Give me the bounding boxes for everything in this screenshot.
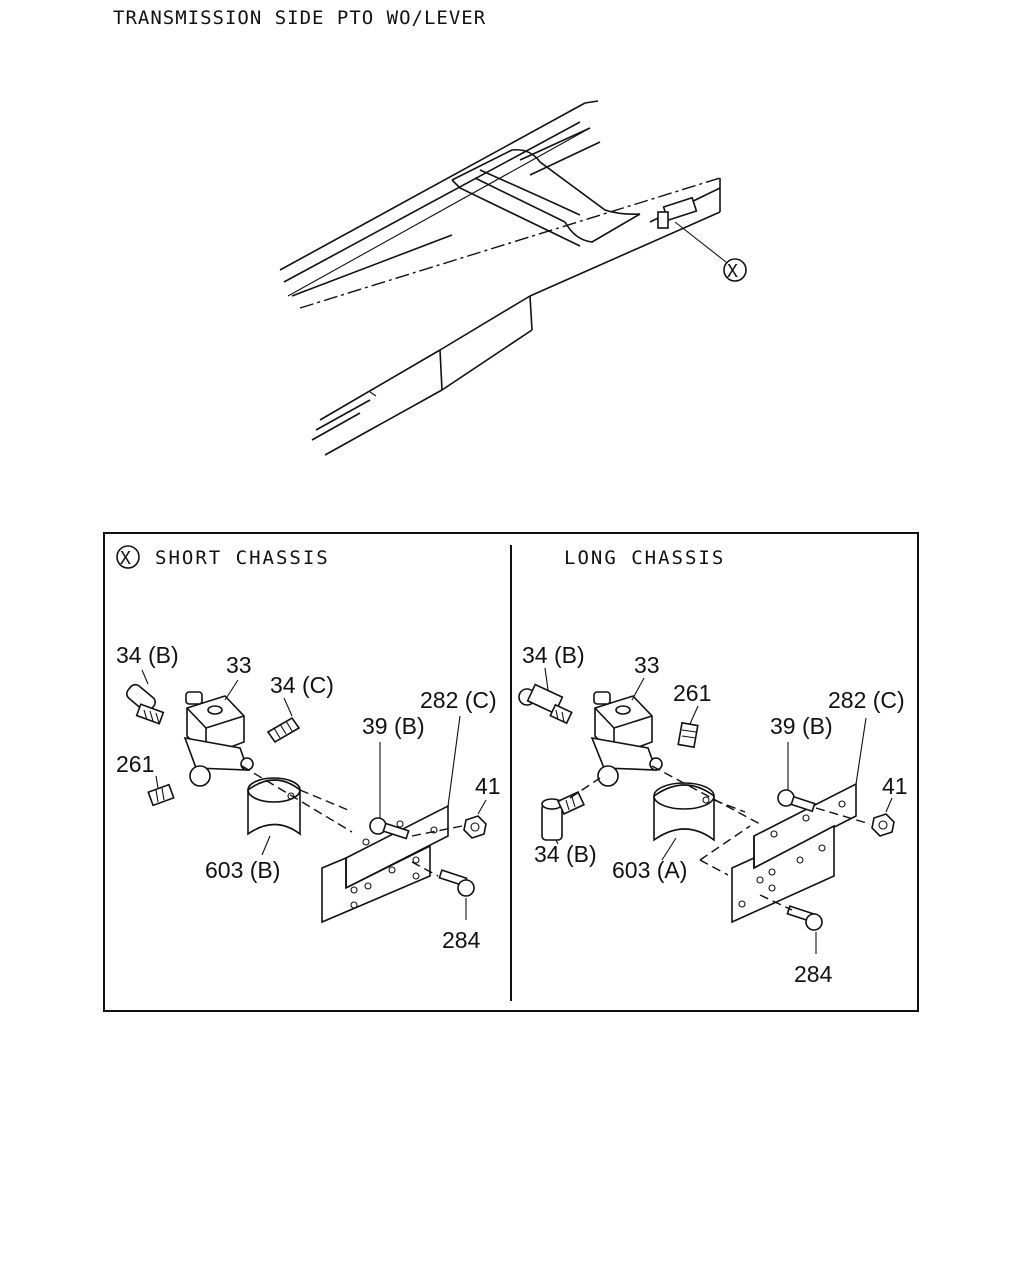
- chassis-frame-drawing: X: [279, 100, 747, 456]
- label-39b-long: 39 (B): [770, 713, 833, 739]
- fitting-34b-top-long: [518, 683, 573, 725]
- label-34b-bottom-long: 34 (B): [534, 841, 597, 867]
- long-chassis-heading: LONG CHASSIS: [564, 547, 725, 569]
- label-41: 41: [475, 773, 501, 799]
- short-chassis-heading: SHORT CHASSIS: [155, 547, 330, 569]
- diagram-title: TRANSMISSION SIDE PTO WO/LEVER: [113, 7, 486, 29]
- label-261-long: 261: [673, 680, 711, 706]
- label-34b-top-long: 34 (B): [522, 642, 585, 668]
- long-chassis-panel: LONG CHASSIS: [518, 547, 908, 987]
- label-284: 284: [442, 927, 481, 953]
- label-282c: 282 (C): [420, 687, 497, 713]
- short-panel-callout-letter: X: [120, 548, 131, 569]
- label-603a: 603 (A): [612, 857, 687, 883]
- fitting-34c: [266, 716, 301, 744]
- fitting-34b-top: [126, 683, 165, 725]
- label-34c: 34 (C): [270, 672, 334, 698]
- label-33: 33: [226, 652, 252, 678]
- nut-41-long: [871, 813, 895, 837]
- nut-41: [463, 815, 487, 839]
- bolt-284: [438, 869, 475, 897]
- label-261: 261: [116, 751, 154, 777]
- solenoid-valve-33-long: [590, 691, 663, 787]
- detail-frame: [103, 532, 919, 1012]
- bracket-282c-long: [731, 782, 857, 924]
- solenoid-valve-33: [183, 691, 254, 787]
- bolt-39b: [369, 817, 410, 840]
- label-282c-long: 282 (C): [828, 687, 905, 713]
- callout-x-letter: X: [727, 261, 738, 282]
- label-603b: 603 (B): [205, 857, 280, 883]
- short-chassis-panel: X SHORT CHASSIS: [116, 545, 501, 953]
- plug-261-long: [677, 721, 699, 749]
- clamp-603a: [653, 782, 715, 842]
- label-41-long: 41: [882, 773, 908, 799]
- plug-261: [147, 783, 175, 807]
- label-284-long: 284: [794, 961, 833, 987]
- label-39b: 39 (B): [362, 713, 425, 739]
- clamp-603b: [247, 777, 301, 836]
- label-34b-top: 34 (B): [116, 642, 179, 668]
- label-33-long: 33: [634, 652, 660, 678]
- callout-x-circle: [116, 545, 140, 569]
- bolt-284-long: [786, 905, 823, 931]
- bracket-282c: [321, 804, 449, 924]
- fitting-34b-bottom-long: [541, 790, 585, 841]
- bolt-39b-long: [777, 789, 816, 813]
